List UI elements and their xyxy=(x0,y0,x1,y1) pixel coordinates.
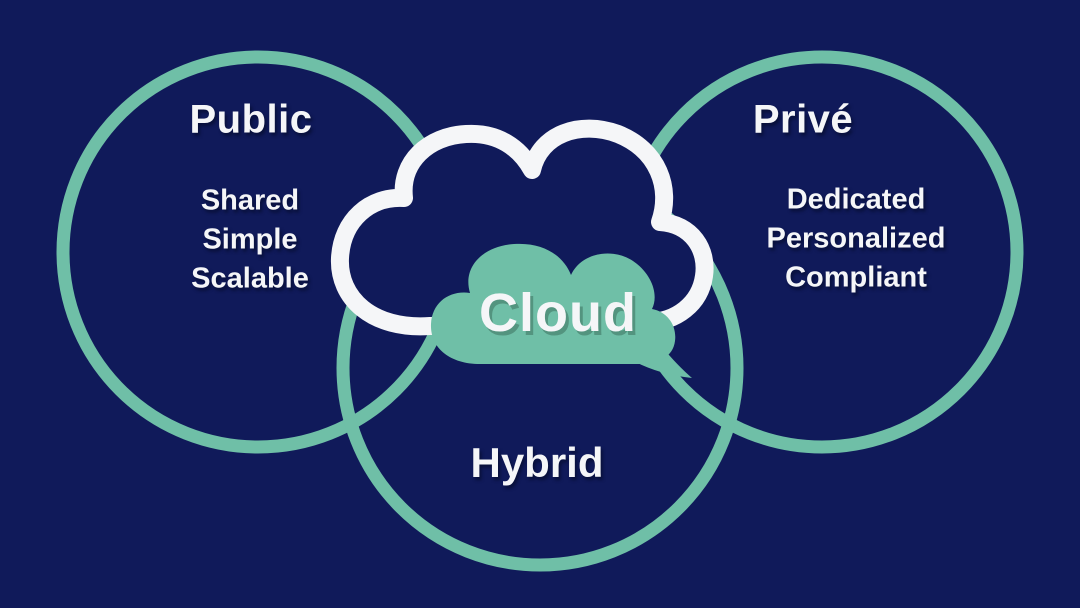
cloud-center-label: Cloud xyxy=(479,283,637,343)
prive-item: Dedicated xyxy=(786,183,926,216)
cloud-filled-icon xyxy=(430,243,676,364)
public-item: Scalable xyxy=(191,262,309,295)
prive-circle-items: Dedicated Personalized Compliant xyxy=(767,181,946,298)
hybrid-circle-title: Hybrid xyxy=(470,439,604,486)
prive-item: Compliant xyxy=(785,261,927,294)
public-item: Shared xyxy=(200,184,300,217)
public-item: Simple xyxy=(202,223,298,256)
prive-item: Personalized xyxy=(766,222,946,255)
public-circle-title: Public xyxy=(189,97,313,142)
public-circle-items: Shared Simple Scalable xyxy=(191,182,309,299)
prive-circle-title: Privé xyxy=(752,97,854,142)
